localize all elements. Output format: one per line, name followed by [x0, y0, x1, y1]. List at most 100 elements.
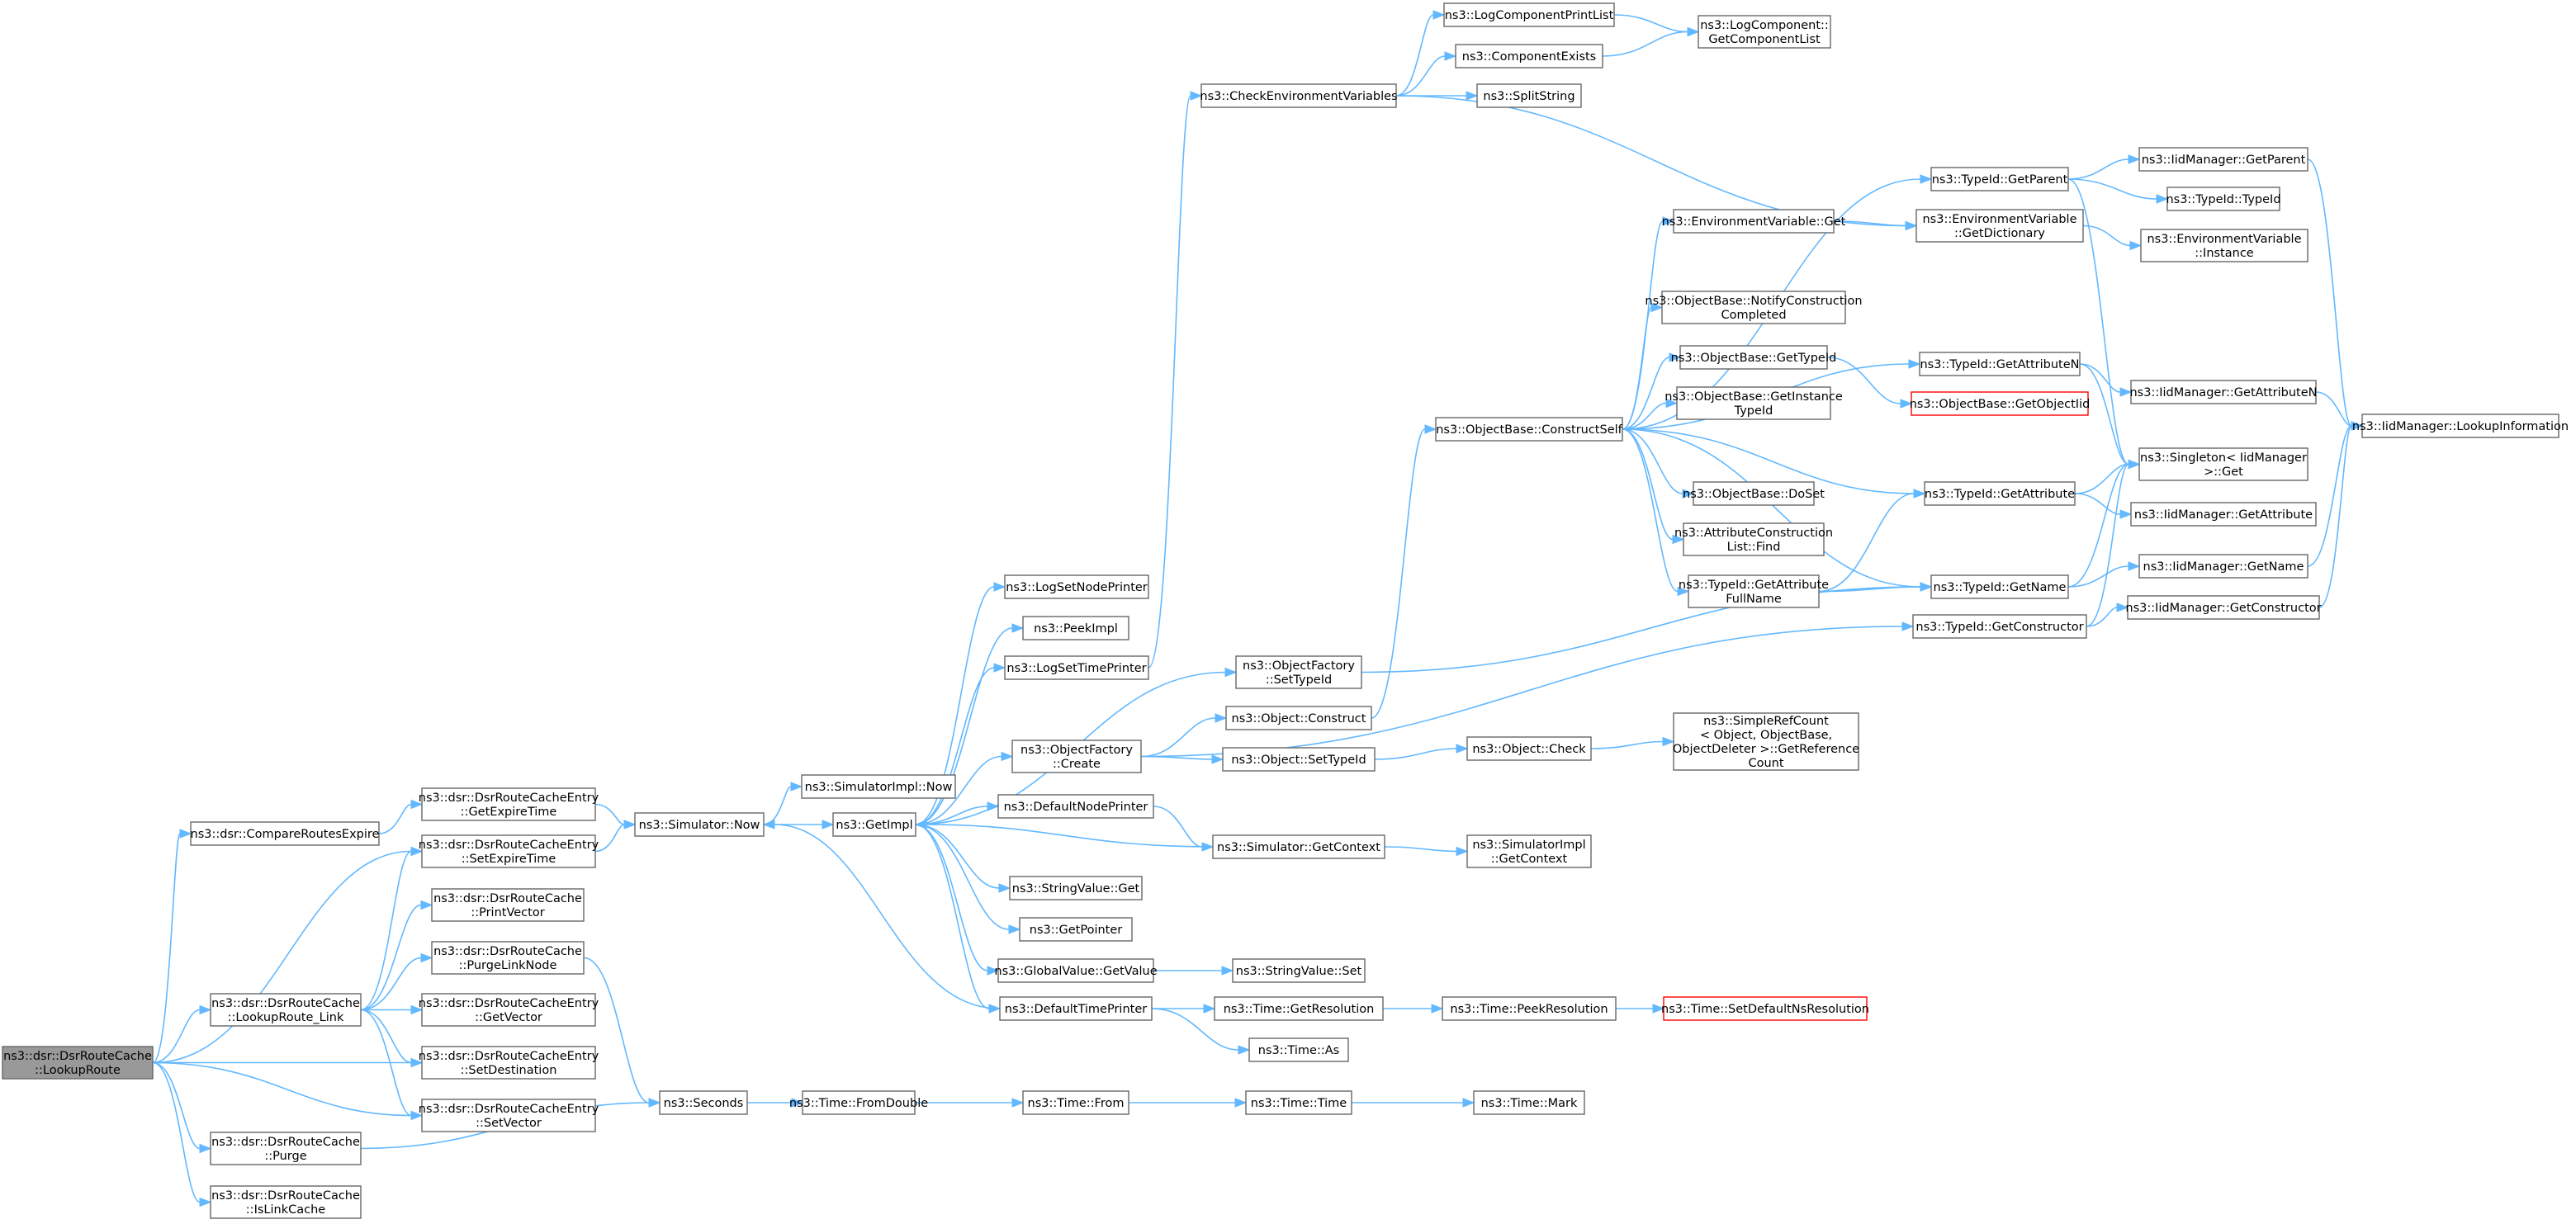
node-default-node-printer[interactable]: ns3::DefaultNodePrinter [997, 794, 1154, 819]
node-box [2130, 502, 2317, 527]
node-component-exists[interactable]: ns3::ComponentExists [1455, 44, 1603, 69]
node-label: ::GetExpireTime [461, 806, 557, 819]
node-typeid-typeid[interactable]: ns3::TypeId::TypeId [2166, 187, 2281, 211]
node-get-vector[interactable]: ns3::dsr::DsrRouteCacheEntry::GetVector [419, 993, 599, 1027]
node-box [1930, 167, 2069, 191]
node-set-vector[interactable]: ns3::dsr::DsrRouteCacheEntry::SetVector [419, 1099, 599, 1132]
arrowhead [987, 966, 1000, 976]
node-typeid-get-attribute-n[interactable]: ns3::TypeId::GetAttributeN [1919, 352, 2081, 376]
node-get-impl[interactable]: ns3::GetImpl [832, 812, 916, 837]
node-simple-ref-count-get-reference-count[interactable]: ns3::SimpleRefCount< Object, ObjectBase,… [1673, 712, 1859, 771]
node-box [1022, 616, 1129, 640]
node-log-set-time-printer[interactable]: ns3::LogSetTimePrinter [1004, 655, 1149, 680]
node-typeid-get-constructor[interactable]: ns3::TypeId::GetConstructor [1912, 614, 2087, 639]
node-iid-manager-get-attribute[interactable]: ns3::IidManager::GetAttribute [2130, 502, 2317, 527]
node-object-base-get-object-iid[interactable]: ns3::ObjectBase::GetObjectIid [1910, 391, 2091, 416]
node-lookup-route-link[interactable]: ns3::dsr::DsrRouteCache::LookupRoute_Lin… [210, 993, 362, 1027]
node-peek-impl[interactable]: ns3::PeekImpl [1022, 616, 1129, 640]
node-box [1473, 1090, 1585, 1115]
node-box [1676, 386, 1831, 420]
node-time-set-default-ns-resolution[interactable]: ns3::Time::SetDefaultNsResolution [1661, 996, 1869, 1021]
node-label: ns3::Time::Mark [1481, 1097, 1578, 1110]
arrowhead [1008, 924, 1021, 934]
node-environment-variable-instance[interactable]: ns3::EnvironmentVariable::Instance [2140, 229, 2308, 262]
node-time-peek-resolution[interactable]: ns3::Time::PeekResolution [1442, 996, 1617, 1021]
call-edge [360, 1009, 424, 1121]
node-object-set-type-id[interactable]: ns3::Object::SetTypeId [1222, 747, 1376, 772]
arrowhead [1424, 424, 1437, 434]
node-typeid-get-parent[interactable]: ns3::TypeId::GetParent [1930, 167, 2069, 191]
node-label: ns3::Time::Time [1251, 1097, 1347, 1110]
node-log-set-node-printer[interactable]: ns3::LogSetNodePrinter [1004, 574, 1149, 599]
node-simulator-get-context[interactable]: ns3::Simulator::GetContext [1212, 834, 1385, 859]
arrowhead [1682, 489, 1695, 499]
node-purge-link-node[interactable]: ns3::dsr::DsrRouteCache::PurgeLinkNode [431, 941, 585, 975]
node-iid-manager-lookup-information[interactable]: ns3::IidManager::LookupInformation [2352, 414, 2569, 438]
node-purge[interactable]: ns3::dsr::DsrRouteCache::Purge [210, 1132, 362, 1165]
node-object-factory-create[interactable]: ns3::ObjectFactory::Create [1011, 740, 1142, 773]
node-get-expire-time[interactable]: ns3::dsr::DsrRouteCacheEntry::GetExpireT… [419, 787, 599, 821]
node-set-expire-time[interactable]: ns3::dsr::DsrRouteCacheEntry::SetExpireT… [419, 834, 599, 868]
node-get-pointer[interactable]: ns3::GetPointer [1019, 917, 1133, 942]
node-simulatorimpl-get-context[interactable]: ns3::SimulatorImpl::GetContext [1466, 834, 1592, 868]
node-lookup-route[interactable]: ns3::dsr::DsrRouteCache::LookupRoute [2, 1046, 154, 1080]
node-time-as[interactable]: ns3::Time::As [1248, 1037, 1349, 1062]
node-environment-variable-get[interactable]: ns3::EnvironmentVariable::Get [1662, 209, 1846, 234]
node-is-link-cache[interactable]: ns3::dsr::DsrRouteCache::IsLinkCache [210, 1185, 362, 1219]
node-object-base-get-type-id[interactable]: ns3::ObjectBase::GetTypeId [1671, 345, 1837, 370]
node-iid-manager-get-name[interactable]: ns3::IidManager::GetName [2138, 554, 2308, 579]
node-iid-manager-get-attribute-n[interactable]: ns3::IidManager::GetAttributeN [2129, 380, 2318, 404]
call-edge [915, 663, 1006, 825]
node-compare-routes-expire[interactable]: ns3::dsr::CompareRoutesExpire [190, 821, 380, 846]
node-global-value-get-value[interactable]: ns3::GlobalValue::GetValue [994, 958, 1158, 983]
node-iid-manager-get-parent[interactable]: ns3::IidManager::GetParent [2138, 147, 2308, 172]
node-singleton-get[interactable]: ns3::Singleton< IidManager>::Get [2138, 447, 2308, 481]
node-typeid-get-attribute[interactable]: ns3::TypeId::GetAttribute [1924, 481, 2076, 506]
call-edge [594, 820, 637, 853]
node-box [1912, 614, 2087, 639]
node-seconds[interactable]: ns3::Seconds [659, 1090, 748, 1115]
node-simulator-now[interactable]: ns3::Simulator::Now [634, 812, 765, 837]
node-object-base-notify-construction-completed[interactable]: ns3::ObjectBase::NotifyConstructionCompl… [1645, 291, 1863, 324]
node-time-from[interactable]: ns3::Time::From [1022, 1090, 1129, 1115]
call-edge [2086, 459, 2141, 627]
node-time-mark[interactable]: ns3::Time::Mark [1473, 1090, 1585, 1115]
node-object-base-do-set[interactable]: ns3::ObjectBase::DoSet [1683, 481, 1825, 506]
node-string-value-get[interactable]: ns3::StringValue::Get [1009, 876, 1143, 900]
node-time-get-resolution[interactable]: ns3::Time::GetResolution [1214, 996, 1384, 1021]
call-edge [1622, 428, 1933, 592]
node-label: ::LookupRoute_Link [228, 1011, 344, 1024]
node-iid-manager-get-constructor[interactable]: ns3::IidManager::GetConstructor [2125, 595, 2322, 620]
node-log-component-get-component-list[interactable]: ns3::LogComponent::GetComponentList [1698, 15, 1831, 49]
call-edge [1371, 424, 1437, 719]
node-time-time[interactable]: ns3::Time::Time [1245, 1090, 1352, 1115]
node-label: ns3::EnvironmentVariable [2147, 233, 2301, 246]
node-set-destination[interactable]: ns3::dsr::DsrRouteCacheEntry::SetDestina… [419, 1046, 599, 1080]
node-environment-variable-get-dictionary[interactable]: ns3::EnvironmentVariable::GetDictionary [1915, 209, 2084, 243]
arrowhead [1211, 754, 1224, 764]
node-check-env-vars[interactable]: ns3::CheckEnvironmentVariables [1200, 83, 1398, 108]
node-box [997, 794, 1154, 819]
call-edge [1622, 428, 1695, 499]
node-object-base-construct-self[interactable]: ns3::ObjectBase::ConstructSelf [1435, 417, 1623, 442]
arrowhead [1203, 1004, 1216, 1014]
node-default-time-printer[interactable]: ns3::DefaultTimePrinter [999, 996, 1153, 1021]
node-object-factory-set-type-id[interactable]: ns3::ObjectFactory::SetTypeId [1235, 655, 1362, 689]
arrowhead [199, 1143, 212, 1154]
node-print-vector[interactable]: ns3::dsr::DsrRouteCache::PrintVector [431, 888, 585, 922]
node-log-component-print-list[interactable]: ns3::LogComponentPrintList [1443, 2, 1615, 27]
node-split-string[interactable]: ns3::SplitString [1476, 83, 1582, 108]
node-typeid-get-name[interactable]: ns3::TypeId::GetName [1930, 574, 2069, 599]
arrowhead [914, 820, 927, 829]
arrowhead [1913, 489, 1926, 499]
node-object-construct[interactable]: ns3::Object::Construct [1225, 706, 1372, 730]
node-simulatorimpl-now[interactable]: ns3::SimulatorImpl::Now [801, 774, 956, 799]
node-time-from-double[interactable]: ns3::Time::FromDouble [789, 1090, 928, 1115]
node-object-check[interactable]: ns3::Object::Check [1466, 736, 1592, 761]
node-string-value-set[interactable]: ns3::StringValue::Set [1232, 958, 1366, 983]
call-edge [2086, 603, 2129, 627]
node-label: ns3::EnvironmentVariable::Get [1662, 215, 1846, 229]
